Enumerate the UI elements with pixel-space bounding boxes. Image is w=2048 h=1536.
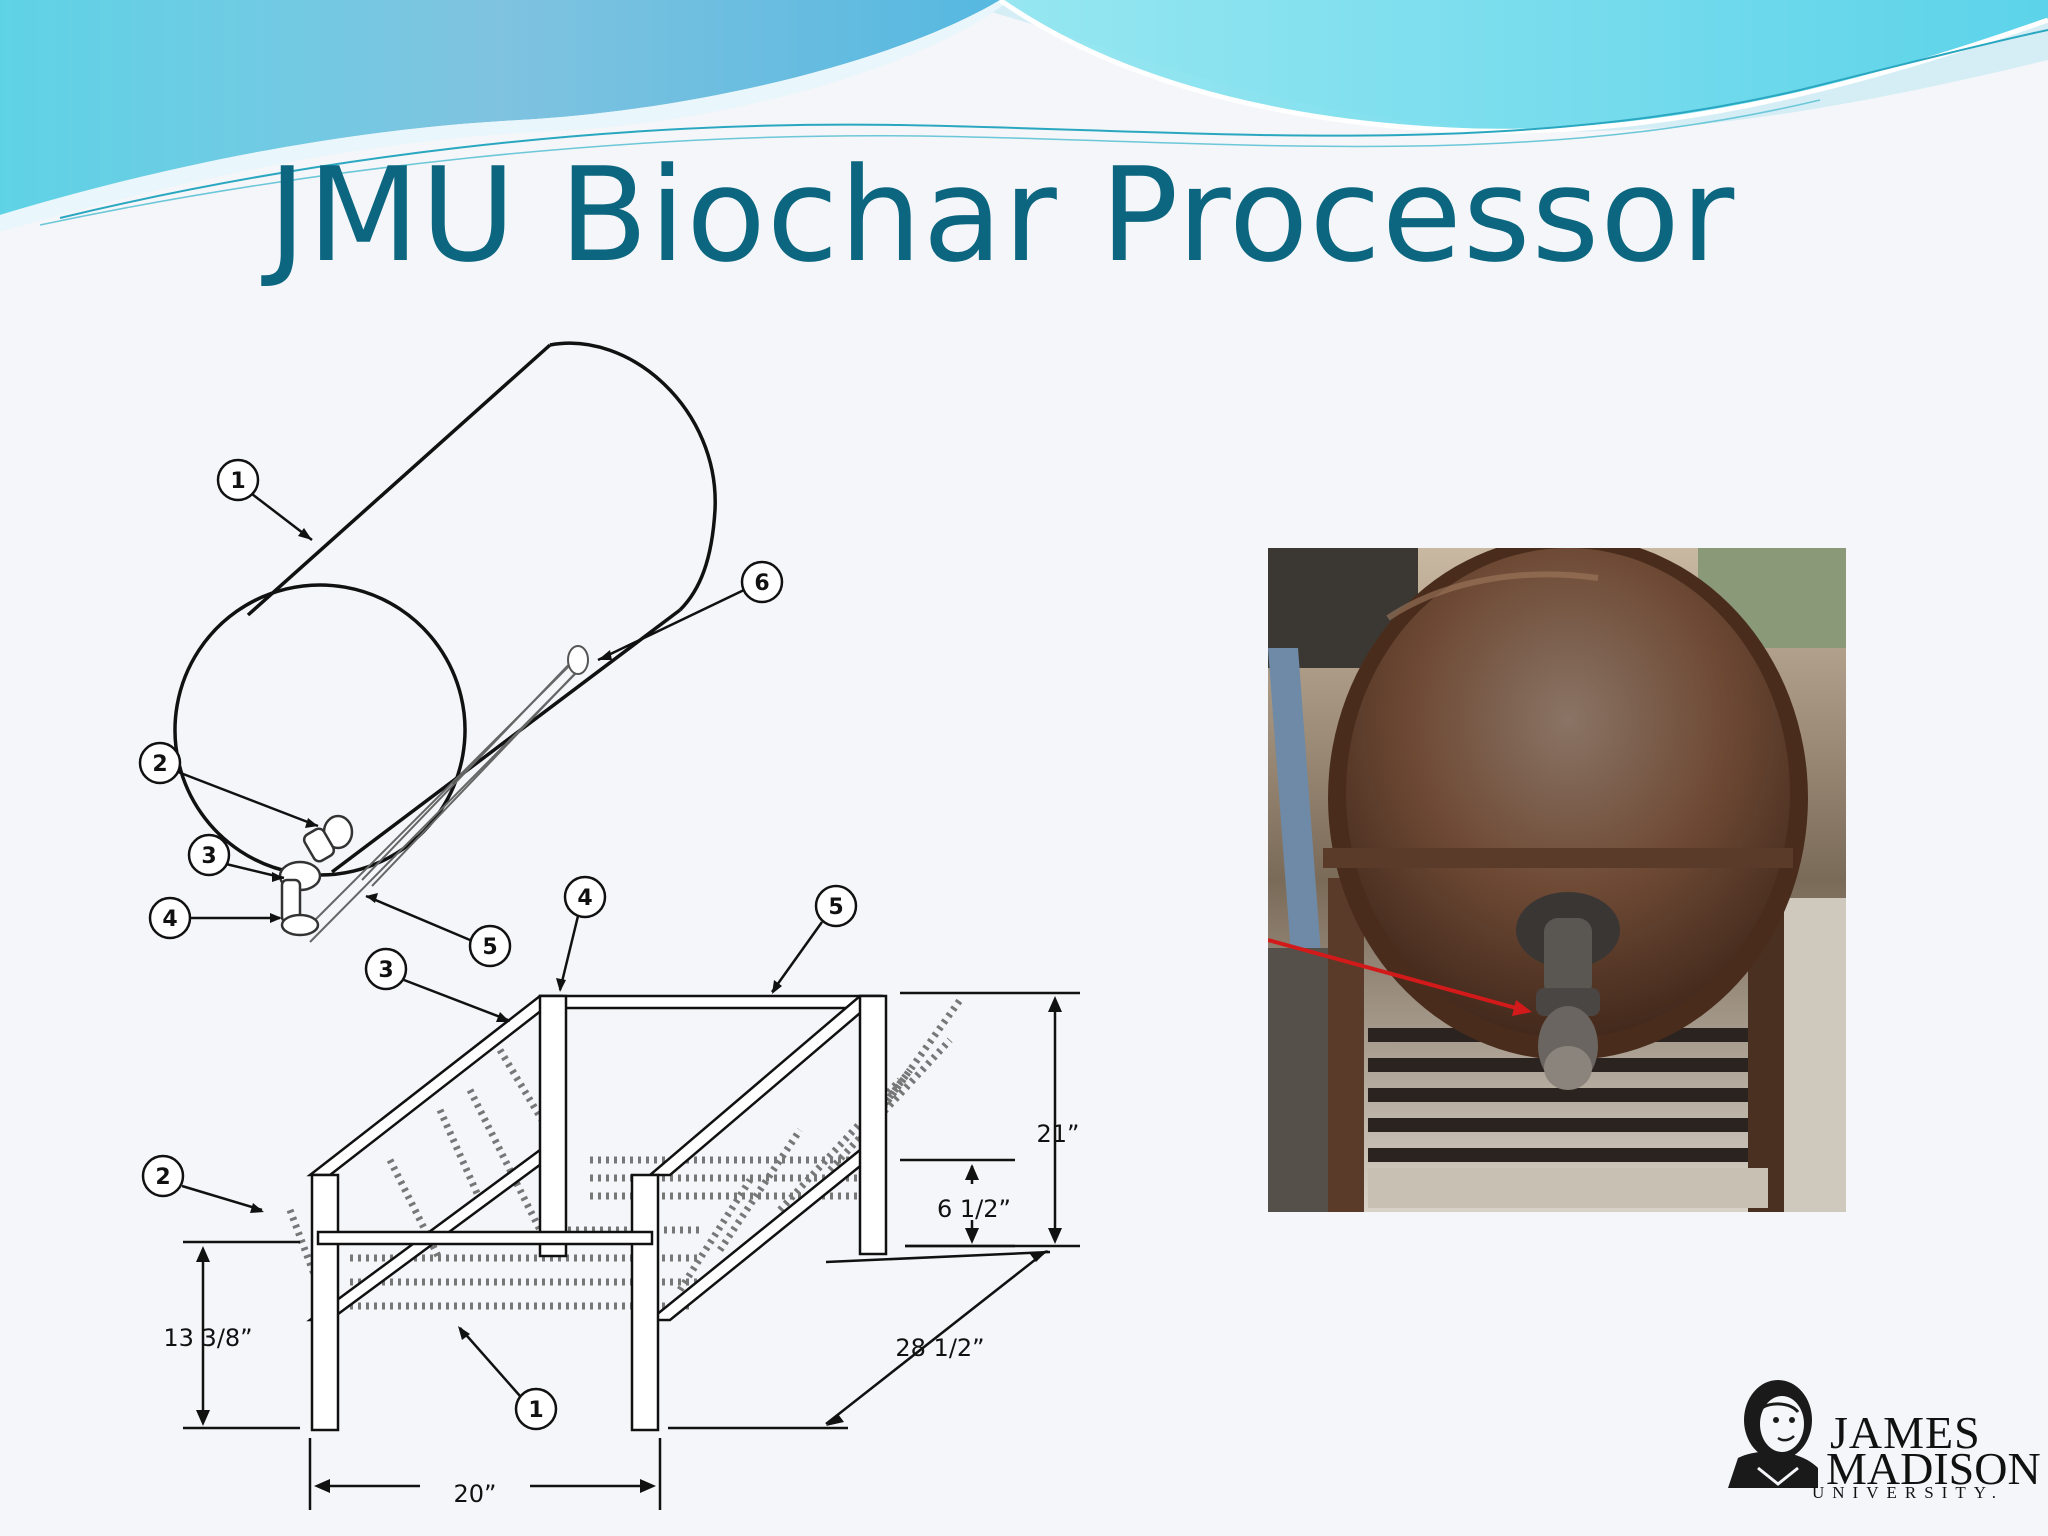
drum-top-edge xyxy=(246,343,552,617)
stand-callout-5: 5 xyxy=(828,895,843,920)
drum-drawing: 1 6 2 3 4 5 xyxy=(138,341,784,968)
drum-callout-5: 5 xyxy=(482,935,497,960)
drum-callout-1: 1 xyxy=(230,469,245,494)
stand-callout-2: 2 xyxy=(155,1165,170,1190)
dim-height: 21” xyxy=(1037,1120,1080,1148)
drum-callout-6: 6 xyxy=(754,571,769,596)
drum-back-end xyxy=(549,341,717,612)
dim-length: 28 1/2” xyxy=(895,1334,984,1362)
biochar-photo xyxy=(1268,548,1846,1212)
stand-callout-1: 1 xyxy=(528,1398,543,1423)
stand-drawing: 21” 6 1/2” 13 3/8” 28 1/2” 20” 4 5 3 2 1 xyxy=(141,875,1080,1510)
slide-title: JMU Biochar Processor xyxy=(268,139,1736,291)
drum-callout-2: 2 xyxy=(152,752,167,777)
jmu-portrait-logo-icon xyxy=(1728,1380,1818,1488)
dim-leg-height: 13 3/8” xyxy=(163,1324,252,1352)
drum-callout-4: 4 xyxy=(162,907,177,932)
dim-inner-height: 6 1/2” xyxy=(937,1195,1011,1223)
dim-width: 20” xyxy=(454,1480,497,1508)
header-wave-decoration xyxy=(0,0,2048,232)
stand-callout-3: 3 xyxy=(378,958,393,983)
stand-callout-4: 4 xyxy=(577,886,592,911)
drum-bottom-edge xyxy=(330,608,682,874)
logo-text-university: UNIVERSITY. xyxy=(1812,1483,2005,1502)
logo-text-james: JAMES xyxy=(1830,1407,1981,1458)
logo-text-madison: MADISON xyxy=(1826,1443,2041,1494)
drum-callout-3: 3 xyxy=(201,844,216,869)
